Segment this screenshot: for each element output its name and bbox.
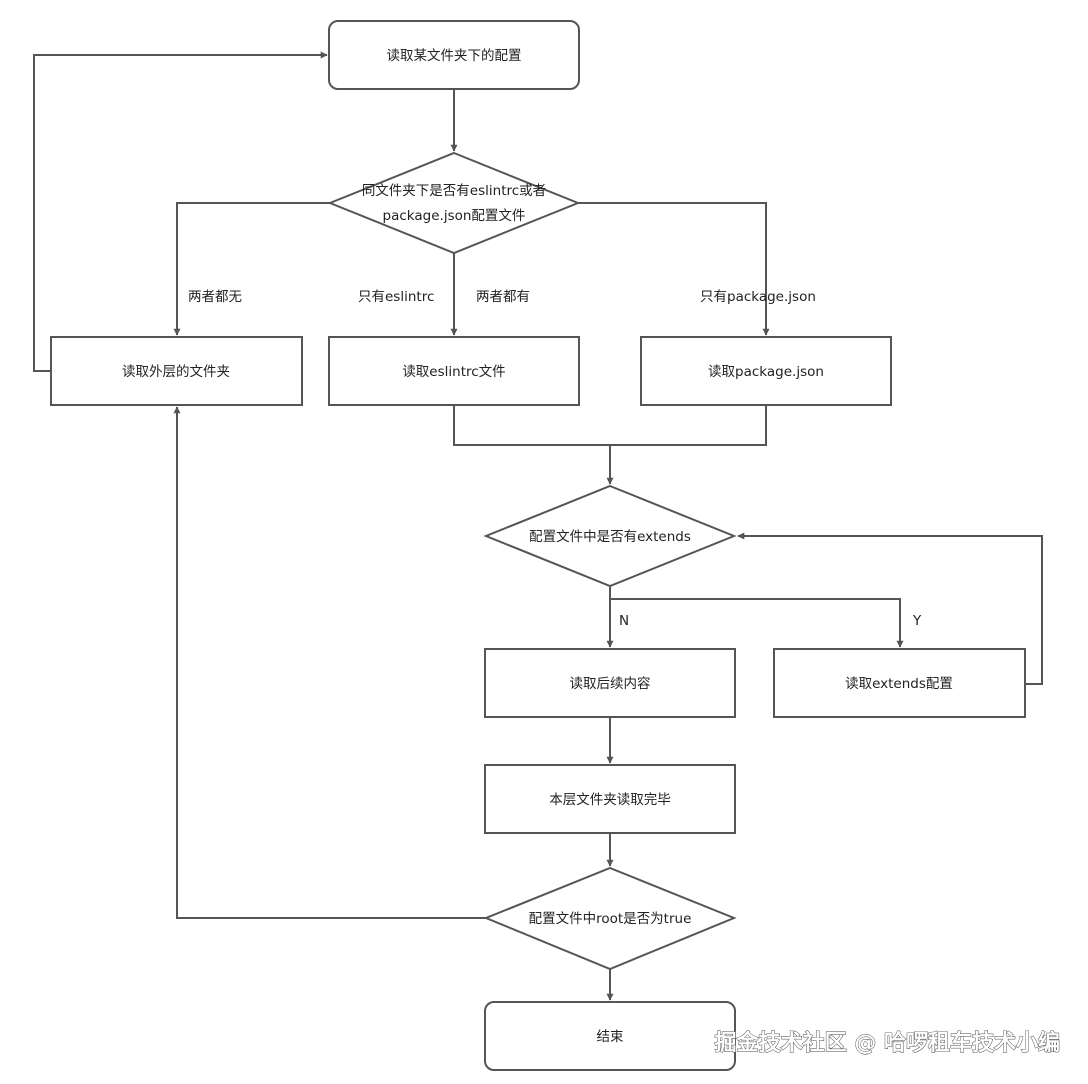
edge-check-extends-to-read-extends <box>610 598 904 648</box>
node-end-label: 结束 <box>597 1029 625 1045</box>
node-read-outer: 读取外层的文件夹 <box>50 336 303 406</box>
node-check-extends-label: 配置文件中是否有extends <box>529 529 691 545</box>
node-check-root-label: 配置文件中root是否为true <box>529 911 692 927</box>
edge-label-both: 两者都有 <box>476 289 530 305</box>
node-read-package-label: 读取package.json <box>708 364 824 380</box>
edge-label-yes: Y <box>912 613 922 629</box>
node-check-root: 配置文件中root是否为true <box>483 866 737 971</box>
node-folder-done: 本层文件夹读取完毕 <box>484 764 736 834</box>
node-read-rest: 读取后续内容 <box>484 648 736 718</box>
edge-label-no: N <box>619 613 629 629</box>
watermark-text: 掘金技术社区 @ 哈啰租车技术小编 <box>715 1030 1060 1056</box>
node-check-files: 同文件夹下是否有eslintrc或者 package.json配置文件 <box>327 151 581 255</box>
node-check-extends: 配置文件中是否有extends <box>483 484 737 588</box>
node-check-files-label-line1: 同文件夹下是否有eslintrc或者 <box>362 183 546 199</box>
edge-label-only-eslintrc: 只有eslintrc <box>358 289 434 305</box>
node-read-eslintrc: 读取eslintrc文件 <box>328 336 580 406</box>
node-read-config-label: 读取某文件夹下的配置 <box>387 48 522 64</box>
node-read-extends: 读取extends配置 <box>773 648 1026 718</box>
edge-check-root-to-read-outer <box>173 406 486 919</box>
node-end: 结束 <box>484 1001 736 1071</box>
node-read-package: 读取package.json <box>640 336 892 406</box>
edge-read-extends-to-check-extends <box>737 532 1043 685</box>
edge-read-outer-to-read-config <box>33 51 328 372</box>
edge-check-files-to-read-outer <box>173 202 330 336</box>
node-read-rest-label: 读取后续内容 <box>570 675 651 692</box>
node-read-eslintrc-label: 读取eslintrc文件 <box>402 364 505 380</box>
edge-merge-to-check-extends <box>453 405 767 484</box>
node-read-config: 读取某文件夹下的配置 <box>328 20 580 90</box>
edge-label-only-package: 只有package.json <box>700 289 816 305</box>
node-read-extends-label: 读取extends配置 <box>845 676 953 692</box>
edge-check-files-to-read-package <box>578 202 770 336</box>
node-read-outer-label: 读取外层的文件夹 <box>122 364 230 380</box>
node-folder-done-label: 本层文件夹读取完毕 <box>549 792 671 808</box>
edge-label-neither: 两者都无 <box>188 289 242 305</box>
node-check-files-label-line2: package.json配置文件 <box>383 208 526 224</box>
